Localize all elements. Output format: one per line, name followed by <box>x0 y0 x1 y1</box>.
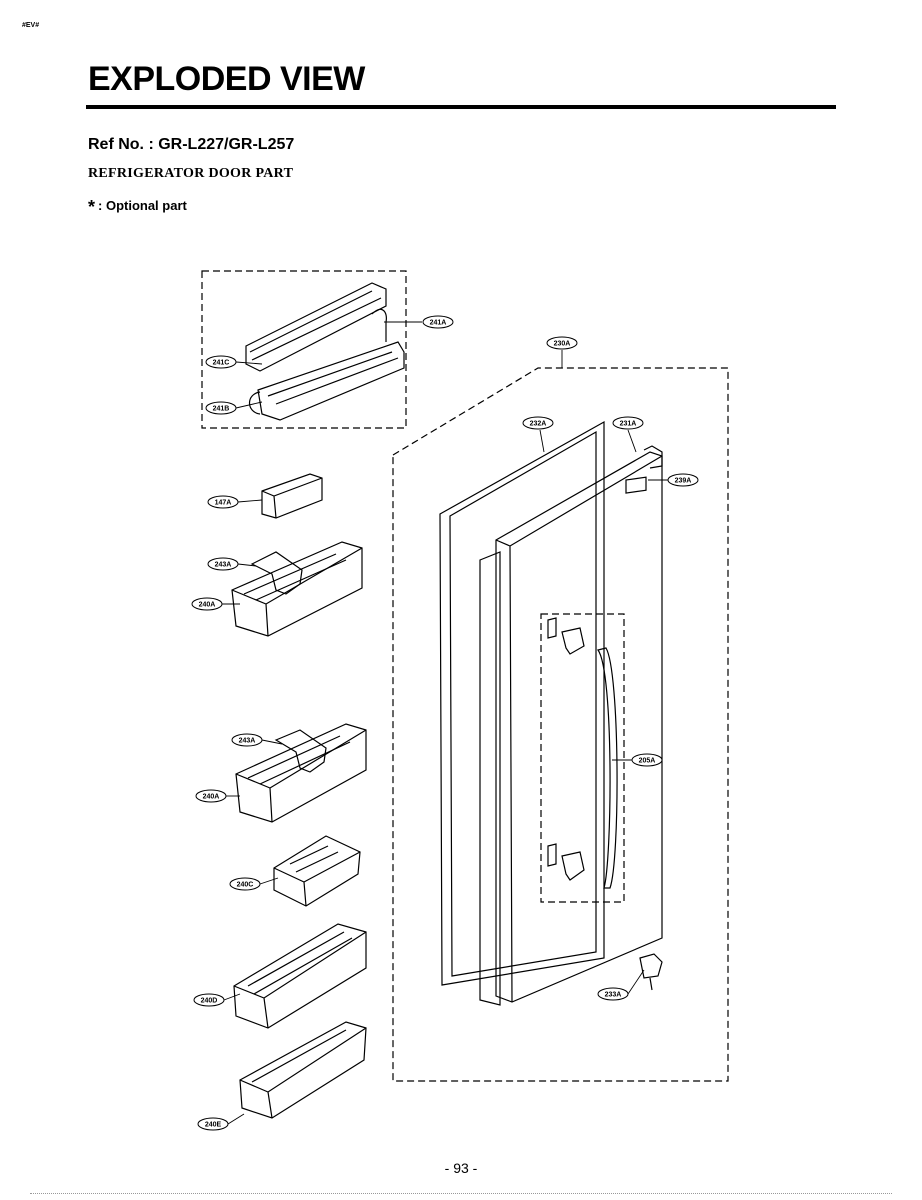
callout-241B: 241B <box>205 401 237 415</box>
title-rule <box>86 105 836 109</box>
svg-text:241C: 241C <box>213 360 230 367</box>
door-gasket-232 <box>439 420 605 986</box>
callout-147A: 147A <box>207 495 239 509</box>
svg-text:205A: 205A <box>639 758 656 765</box>
svg-text:239A: 239A <box>675 478 692 485</box>
bottom-dotted-rule <box>30 1193 892 1194</box>
callout-leader-lines <box>222 321 668 1125</box>
dashed-group-frames <box>201 270 729 1082</box>
egg-box-147 <box>261 473 323 519</box>
callout-240D: 240D <box>193 993 225 1007</box>
door-assembly-group-frame <box>392 367 729 1082</box>
callout-231A: 231A <box>612 416 644 430</box>
callout-241C: 241C <box>205 355 237 369</box>
door-basket-240-upper <box>231 541 363 637</box>
page-number: - 93 - <box>444 1160 478 1176</box>
shelf-tray <box>257 341 405 421</box>
door-outer-panel-231 <box>495 445 663 1003</box>
svg-text:243A: 243A <box>239 738 256 745</box>
bin-divider <box>250 551 303 595</box>
ref-models: GR-L227/GR-L257 <box>158 136 295 153</box>
bin-divider <box>274 729 327 773</box>
reference-number: Ref No. : GR-L227/GR-L257 <box>88 136 294 154</box>
svg-text:240C: 240C <box>237 882 254 889</box>
handle-bracket-lower <box>561 851 585 881</box>
door-handle-205 <box>547 617 618 889</box>
shelf-241-group-frame <box>201 270 407 429</box>
corner-tag: #EV# <box>22 22 40 29</box>
asterisk-symbol: * <box>88 197 96 217</box>
callout-205A: 205A <box>631 753 663 767</box>
shelf-cover <box>245 282 387 372</box>
svg-text:147A: 147A <box>215 500 232 507</box>
callout-230A: 230A <box>546 336 578 350</box>
callout-243A-middle: 243A <box>231 733 263 747</box>
callout-240A-upper: 240A <box>191 597 223 611</box>
door-decal-239 <box>625 476 647 494</box>
callout-239A: 239A <box>667 473 699 487</box>
callout-233A: 233A <box>597 987 629 1001</box>
svg-text:240A: 240A <box>199 602 216 609</box>
svg-text:243A: 243A <box>215 562 232 569</box>
callout-labels: 241A 241C 241B 230A 232A 231A 239A 147A … <box>191 315 699 1131</box>
door-basket-240-bottom <box>239 1021 367 1119</box>
callout-240C: 240C <box>229 877 261 891</box>
svg-text:230A: 230A <box>554 341 571 348</box>
section-subtitle: REFRIGERATOR DOOR PART <box>88 166 294 181</box>
handle-bracket-upper <box>561 627 585 655</box>
svg-text:240E: 240E <box>205 1122 222 1129</box>
callout-241A: 241A <box>422 315 454 329</box>
optional-part-legend: *: Optional part <box>88 197 187 218</box>
page-title: EXPLODED VIEW <box>88 60 365 98</box>
lower-hinge-233 <box>639 953 663 991</box>
door-shelf-241 <box>245 282 405 421</box>
svg-text:241B: 241B <box>213 406 230 413</box>
door-inner-liner <box>479 551 501 1006</box>
callout-243A-upper: 243A <box>207 557 239 571</box>
callout-232A: 232A <box>522 416 554 430</box>
handle-group-frame <box>540 613 625 903</box>
door-basket-240-middle <box>235 723 367 823</box>
svg-text:240D: 240D <box>201 998 218 1005</box>
callout-240E: 240E <box>197 1117 229 1131</box>
door-basket-240-large <box>233 923 367 1029</box>
callout-240A-middle: 240A <box>195 789 227 803</box>
door-basket-240-small <box>273 835 361 907</box>
ref-label: Ref No. : <box>88 136 159 153</box>
legend-text: : Optional part <box>98 198 187 213</box>
svg-text:232A: 232A <box>530 421 547 428</box>
svg-text:231A: 231A <box>620 421 637 428</box>
svg-text:240A: 240A <box>203 794 220 801</box>
svg-text:241A: 241A <box>430 320 447 327</box>
svg-text:233A: 233A <box>605 992 622 999</box>
